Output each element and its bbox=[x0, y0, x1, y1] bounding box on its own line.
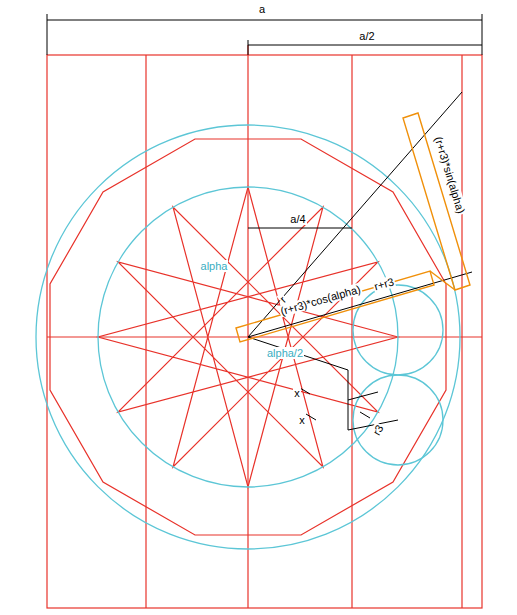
dimension-label: alpha bbox=[200, 260, 229, 272]
orange-brackets bbox=[236, 113, 470, 342]
cyan-circles bbox=[36, 125, 460, 549]
dimension-lines bbox=[47, 14, 482, 430]
dimension-label: a bbox=[258, 3, 266, 15]
dimension-label: (r+r3)*cos(alpha) bbox=[278, 283, 363, 318]
dimension-label: x bbox=[298, 414, 306, 426]
dimension-label: (r+r3)*sin(alpha) bbox=[432, 134, 467, 216]
dimension-label: a/4 bbox=[289, 213, 306, 225]
dimension-label: r+r3 bbox=[372, 275, 396, 293]
dimension-label: a/2 bbox=[358, 30, 375, 42]
dimension-label: alpha/2 bbox=[266, 347, 304, 359]
red-pattern bbox=[47, 45, 482, 608]
dimension-label: r3 bbox=[370, 422, 386, 438]
dimension-label: x bbox=[293, 387, 301, 399]
